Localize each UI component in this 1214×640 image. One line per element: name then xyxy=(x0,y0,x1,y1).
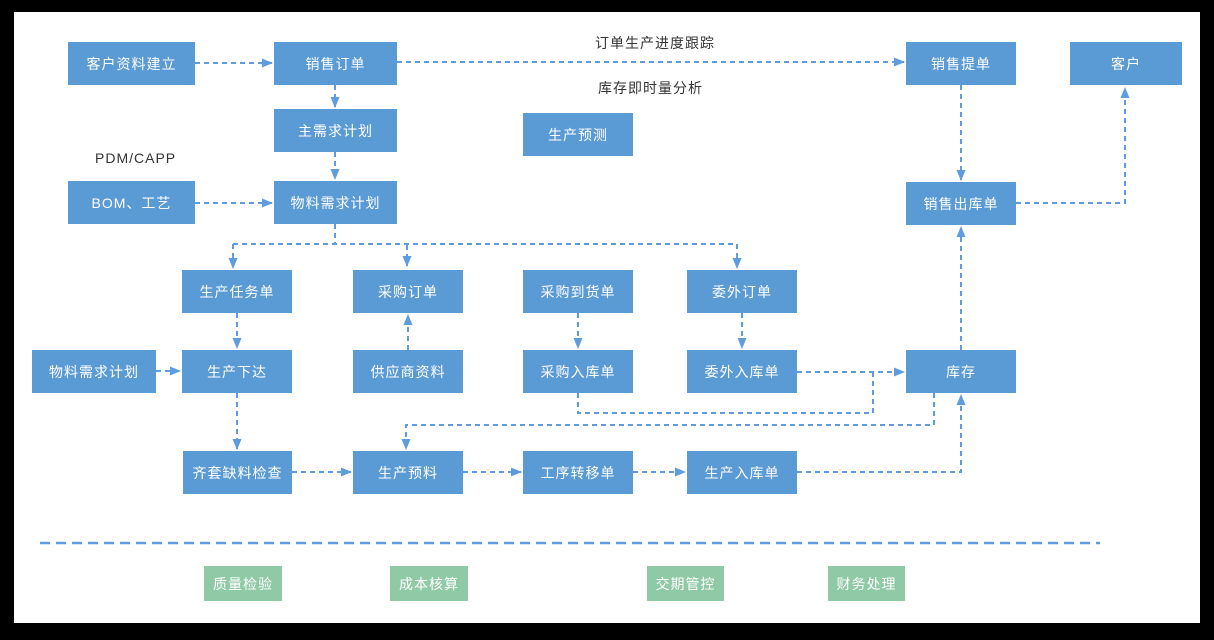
node-sales-outbound: 销售出库单 xyxy=(906,182,1016,225)
node-mrp: 物料需求计划 xyxy=(274,181,397,224)
node-kit-shortage-check: 齐套缺料检查 xyxy=(183,451,292,494)
node-production-forecast: 生产预测 xyxy=(523,113,633,156)
node-production-picking: 生产预料 xyxy=(353,451,463,494)
tag-delivery-control: 交期管控 xyxy=(647,566,724,601)
label-inventory-analysis: 库存即时量分析 xyxy=(598,80,703,96)
tag-cost-accounting: 成本核算 xyxy=(390,566,468,601)
tag-quality-inspection: 质量检验 xyxy=(204,566,282,601)
node-production-release: 生产下达 xyxy=(182,350,292,393)
label-order-tracking: 订单生产进度跟踪 xyxy=(595,35,715,51)
label-pdm-capp: PDM/CAPP xyxy=(95,150,177,166)
node-inventory: 库存 xyxy=(906,350,1016,393)
node-bom-process: BOM、工艺 xyxy=(68,181,195,224)
node-mrp-left: 物料需求计划 xyxy=(32,350,156,393)
node-purchase-arrival: 采购到货单 xyxy=(523,270,633,313)
diagram-canvas xyxy=(14,12,1200,623)
node-process-transfer: 工序转移单 xyxy=(523,451,633,494)
node-outsource-inbound: 委外入库单 xyxy=(687,350,797,393)
node-supplier-info: 供应商资料 xyxy=(353,350,463,393)
node-sales-order: 销售订单 xyxy=(274,42,397,85)
node-customer: 客户 xyxy=(1070,42,1182,85)
node-sales-delivery-note: 销售提单 xyxy=(906,42,1016,85)
node-outsource-order: 委外订单 xyxy=(687,270,797,313)
node-production-inbound: 生产入库单 xyxy=(687,451,797,494)
node-purchase-inbound: 采购入库单 xyxy=(523,350,633,393)
node-production-task: 生产任务单 xyxy=(182,270,292,313)
node-master-demand-plan: 主需求计划 xyxy=(274,109,397,152)
tag-finance-processing: 财务处理 xyxy=(828,566,905,601)
node-customer-profile: 客户资料建立 xyxy=(68,42,195,85)
node-purchase-order: 采购订单 xyxy=(353,270,463,313)
